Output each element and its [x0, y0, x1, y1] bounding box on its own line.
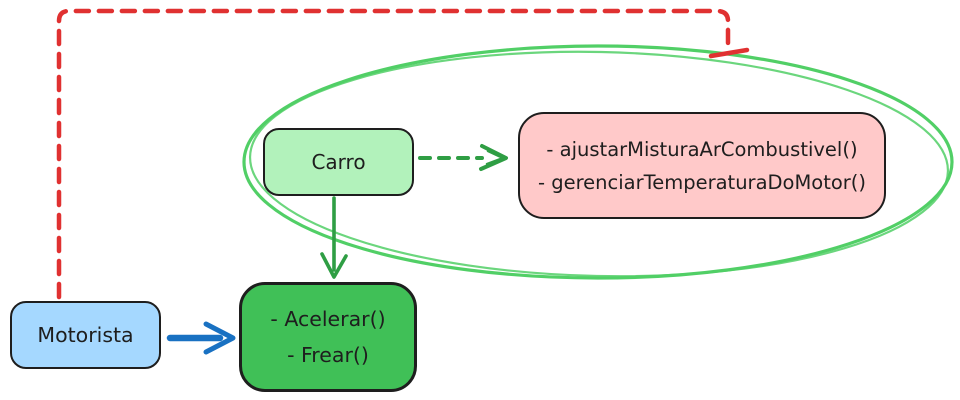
arrowhead [479, 144, 508, 171]
carro-class-box: Carro [263, 128, 414, 196]
arrowhead [320, 252, 348, 279]
public-method-1: - Acelerar() [270, 307, 386, 331]
motorista-actor-box: Motorista [10, 301, 161, 369]
private-method-1: - ajustarMisturaArCombustivel() [546, 137, 858, 161]
carro-to-private-dashed-arrow [418, 144, 508, 171]
arrowhead-second-pass [485, 149, 505, 166]
public-method-2: - Frear() [287, 343, 369, 367]
private-methods-box: - ajustarMisturaArCombustivel() - gerenc… [518, 112, 886, 219]
tee-bar-terminator [708, 47, 750, 59]
encapsulation-ellipse [242, 44, 954, 280]
carro-to-public-arrow [320, 196, 348, 279]
carro-label: Carro [311, 150, 366, 174]
public-methods-box: - Acelerar() - Frear() [239, 282, 417, 392]
motorista-label: Motorista [37, 323, 134, 347]
motorista-to-public-arrow [166, 321, 236, 355]
red-dashed-connector [56, 8, 750, 300]
private-method-2: - gerenciarTemperaturaDoMotor() [537, 170, 867, 194]
arrowhead [203, 321, 236, 355]
